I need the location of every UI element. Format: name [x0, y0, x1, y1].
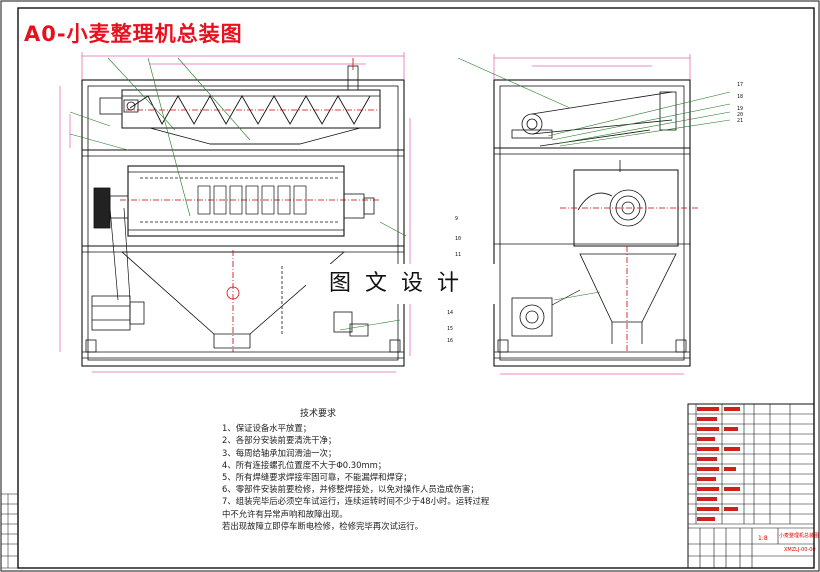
- balloon-number: 14: [447, 310, 454, 316]
- balloon-number: 11: [455, 252, 462, 258]
- parts-list-entries: [697, 407, 740, 521]
- balloon-number: 15: [447, 326, 454, 332]
- balloon-number: 17: [737, 82, 744, 88]
- note-line: 若出现故障立即停车断电检修，检修完毕再次试运行。: [222, 520, 423, 531]
- note-line: 中不允许有异常声响和故障出现。: [222, 508, 348, 519]
- title-block-name: 小麦整理机总装图: [779, 533, 820, 539]
- note-line: 2、各部分安装前要清洗干净；: [222, 435, 337, 446]
- title-block-code: XMZLJ-00-00: [784, 547, 816, 553]
- left-margin-block: [0, 493, 19, 569]
- balloon-number: 10: [455, 236, 462, 242]
- note-line: 3、每周给轴承加润滑油一次；: [222, 447, 337, 458]
- side-dimensions: [493, 54, 691, 375]
- note-line: 7、组装完毕后必须空车试运行，连续运转时间不少于48小时。运转过程: [222, 496, 490, 507]
- front-leaders: [69, 57, 407, 331]
- balloon-number: 18: [737, 94, 744, 100]
- technical-requirements: 技术要求 1、保证设备水平放置； 2、各部分安装前要清洗干净； 3、每周给轴承加…: [222, 408, 489, 532]
- balloon-number: 9: [455, 216, 459, 222]
- balloon-number: 20: [737, 112, 744, 118]
- balloon-number: 16: [447, 338, 454, 344]
- drawing-title: A0-小麦整理机总装图: [24, 22, 243, 46]
- watermark-text: 图文设计: [306, 264, 496, 304]
- note-line: 4、所有连接螺孔位置度不大于Φ0.30mm；: [222, 459, 387, 470]
- front-dimensions: [59, 52, 411, 373]
- balloon-number: 19: [737, 106, 744, 112]
- balloon-number: 21: [737, 118, 744, 124]
- drawing-border: [17, 7, 815, 569]
- title-block-scale: 1:8: [758, 535, 768, 542]
- side-view: [493, 79, 700, 367]
- note-line: 1、保证设备水平放置；: [222, 423, 312, 434]
- note-line: 5、所有焊缝要求焊接牢固可靠，不能漏焊和焊穿；: [222, 472, 412, 483]
- title-block: [687, 403, 815, 569]
- front-view: [81, 58, 405, 367]
- note-line: 6、零部件安装前要检修，并修整焊接处，以免对操作人员造成伤害；: [222, 484, 479, 495]
- side-leaders: [457, 57, 731, 301]
- notes-heading: 技术要求: [300, 409, 337, 419]
